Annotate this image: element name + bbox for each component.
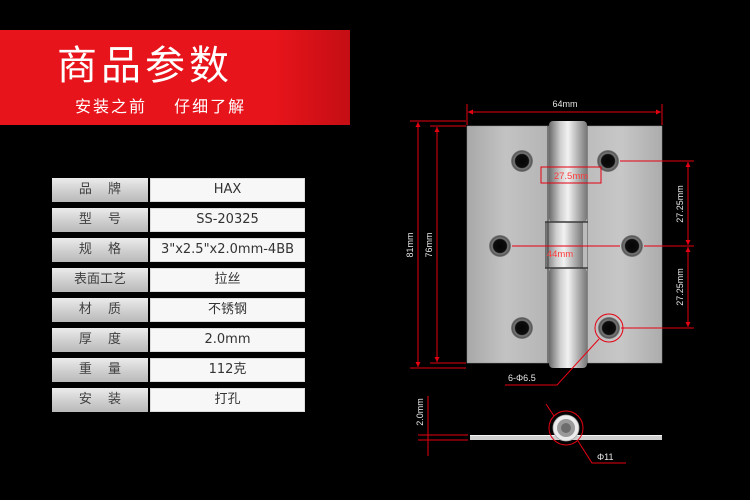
hinge-side-view: Φ11 2.0mm (415, 396, 662, 464)
top-hole-spacing-label: 27.5mm (554, 171, 588, 182)
knuckle-bottom (549, 268, 587, 368)
spec-row-thickness: 厚 度 2.0mm (52, 328, 305, 352)
spec-label: 安 装 (52, 388, 148, 412)
spec-label: 厚 度 (52, 328, 148, 352)
middle-hole-spacing-label: 44mm (547, 249, 573, 260)
spec-row-brand: 品 牌 HAX (52, 178, 305, 202)
lower-vertical-spacing-label: 27.25mm (675, 268, 685, 306)
hole-spacing-dimensions: 27.5mm 44mm 27.25mm 27.25mm (512, 160, 694, 329)
spec-label: 重 量 (52, 358, 148, 382)
screw-hole-top-left (511, 150, 533, 172)
total-height-label: 81mm (405, 232, 415, 257)
knuckle-top (549, 121, 587, 222)
hole-callout: 6-Φ6.5 (505, 313, 624, 386)
spec-row-weight: 重 量 112克 (52, 358, 305, 382)
height-dimensions: 81mm 76mm (405, 120, 466, 369)
screw-hole-middle-right (621, 235, 643, 257)
spec-label: 品 牌 (52, 178, 148, 202)
hole-callout-ring (594, 313, 624, 343)
hole-callout-label: 6-Φ6.5 (508, 373, 536, 383)
top-hole-spacing-box (540, 166, 602, 184)
spec-label: 材 质 (52, 298, 148, 322)
spec-row-model: 型 号 SS-20325 (52, 208, 305, 232)
leaf-height-label: 76mm (424, 232, 434, 257)
spec-value: 拉丝 (150, 268, 305, 292)
spec-value: 打孔 (150, 388, 305, 412)
spec-row-finish: 表面工艺 拉丝 (52, 268, 305, 292)
right-leaf (579, 125, 663, 364)
spec-row-size: 规 格 3"x2.5"x2.0mm-4BB (52, 238, 305, 262)
spec-value: HAX (150, 178, 305, 202)
spec-label: 表面工艺 (52, 268, 148, 292)
width-dimension: 64mm (466, 99, 663, 125)
hole-callout-leader (505, 338, 600, 386)
screw-hole-middle-left (489, 235, 511, 257)
upper-vertical-spacing-label: 27.25mm (675, 185, 685, 223)
spec-row-installation: 安 装 打孔 (52, 388, 305, 412)
spec-label: 规 格 (52, 238, 148, 262)
spec-value: 2.0mm (150, 328, 305, 352)
knuckle-diameter-label: Φ11 (597, 452, 614, 462)
hinge-front-view (466, 121, 663, 368)
header-banner: 商品参数 安装之前 仔细了解 (0, 30, 350, 125)
knuckle-diameter-ring (548, 410, 584, 446)
spec-value: 3"x2.5"x2.0mm-4BB (150, 238, 305, 262)
screw-hole-top-right (597, 150, 619, 172)
screw-hole-bottom-left (511, 317, 533, 339)
knuckle-middle (545, 222, 583, 268)
knuckle-leader-upper (545, 403, 555, 417)
thickness-label: 2.0mm (415, 398, 425, 426)
knuckle-leader-lower (577, 440, 626, 464)
side-view-knuckle-pin (561, 423, 571, 433)
spec-row-material: 材 质 不锈钢 (52, 298, 305, 322)
width-label: 64mm (552, 99, 577, 109)
screw-hole-bottom-right (598, 317, 620, 339)
spec-value: 112克 (150, 358, 305, 382)
spec-table: 品 牌 HAX 型 号 SS-20325 规 格 3"x2.5"x2.0mm-4… (52, 178, 305, 418)
spec-value: 不锈钢 (150, 298, 305, 322)
page-title: 商品参数 (57, 43, 233, 89)
page-subtitle: 安装之前 仔细了解 (75, 97, 247, 116)
spec-value: SS-20325 (150, 208, 305, 232)
spec-label: 型 号 (52, 208, 148, 232)
